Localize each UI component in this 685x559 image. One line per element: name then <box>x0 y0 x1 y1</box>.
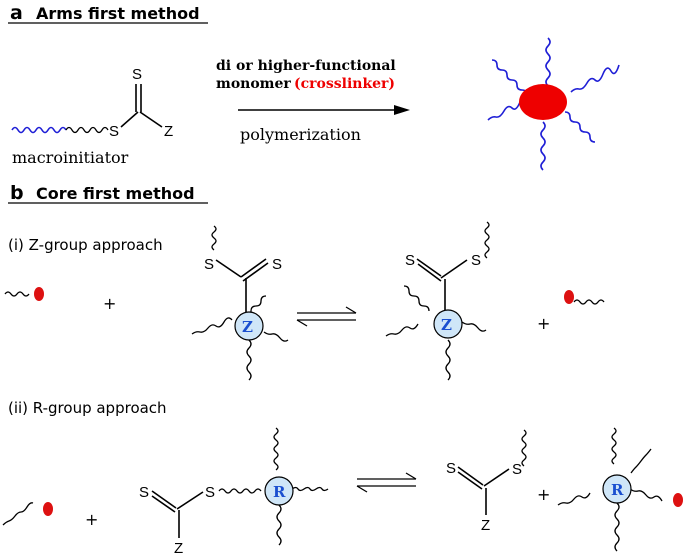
r2-s-atom-thione: S <box>446 460 456 477</box>
crosslinker-label: (crosslinker) <box>294 76 395 92</box>
r-approach-label: (ii) R-group approach <box>8 399 167 417</box>
r-core-1-letter: R <box>273 483 286 501</box>
z-left-chain <box>4 287 44 301</box>
r-equilibrium-arrows <box>356 472 417 493</box>
r-released-trithiocarbonate: S S Z <box>446 429 527 534</box>
section-a-title: Arms first method <box>36 4 200 23</box>
r1-s-atom-thione: S <box>139 484 149 501</box>
r-plus-1: + <box>85 510 98 529</box>
z-plus-1: + <box>103 294 116 313</box>
r-left-chain <box>2 502 53 526</box>
z-core-1-letter: Z <box>242 318 253 336</box>
r1-s-atom: S <box>205 484 215 501</box>
crosslinked-core <box>519 84 567 120</box>
r-core-product: R <box>557 427 683 552</box>
macroinitiator-z-group: Z <box>164 123 173 140</box>
z-equilibrium-arrows <box>296 306 357 327</box>
star-polymer-product <box>487 37 620 171</box>
section-b-heading: b Core first method <box>8 182 208 204</box>
macroinitiator-label: macroinitiator <box>12 148 129 167</box>
z2-s-atom-left: S <box>405 252 415 269</box>
r-plus-2: + <box>537 485 550 504</box>
arms-first-reaction: di or higher-functional monomer (crossli… <box>216 58 410 144</box>
z1-s-atom-left: S <box>204 256 214 273</box>
reagent-line-2: monomer <box>216 76 291 92</box>
reagent-line-1: di or higher-functional <box>216 58 396 74</box>
process-label: polymerization <box>240 125 361 144</box>
r2-s-atom: S <box>512 461 522 478</box>
macroinitiator-s-atom: S <box>109 123 119 140</box>
reaction-arrow-head <box>394 105 410 115</box>
z-core-2-letter: Z <box>441 316 452 334</box>
r-core-2 <box>602 474 632 504</box>
z-approach-label: (i) Z-group approach <box>8 236 163 254</box>
section-b-letter: b <box>10 182 24 204</box>
r-core-1 <box>264 476 294 506</box>
r-core-star: S S Z R <box>139 427 329 557</box>
z-core-2 <box>433 309 463 339</box>
z-core-star: S S Z <box>191 225 289 381</box>
r1-z-group: Z <box>174 540 183 557</box>
r-core-2-letter: R <box>611 481 624 499</box>
section-a-heading: a Arms first method <box>8 2 208 24</box>
z-right-chain <box>564 290 605 305</box>
r2-z-group: Z <box>481 517 490 534</box>
z-plus-2: + <box>537 314 550 333</box>
macroinitiator-thione-s-atom: S <box>132 66 142 83</box>
section-b-title: Core first method <box>36 184 195 203</box>
z1-s-atom-right: S <box>272 256 282 273</box>
z2-s-atom-right: S <box>471 252 481 269</box>
macroinitiator-structure: S S Z macroinitiator <box>11 66 173 167</box>
section-a-letter: a <box>10 2 23 24</box>
z-core-product: S S Z <box>385 221 490 381</box>
z-core-1 <box>234 311 264 341</box>
